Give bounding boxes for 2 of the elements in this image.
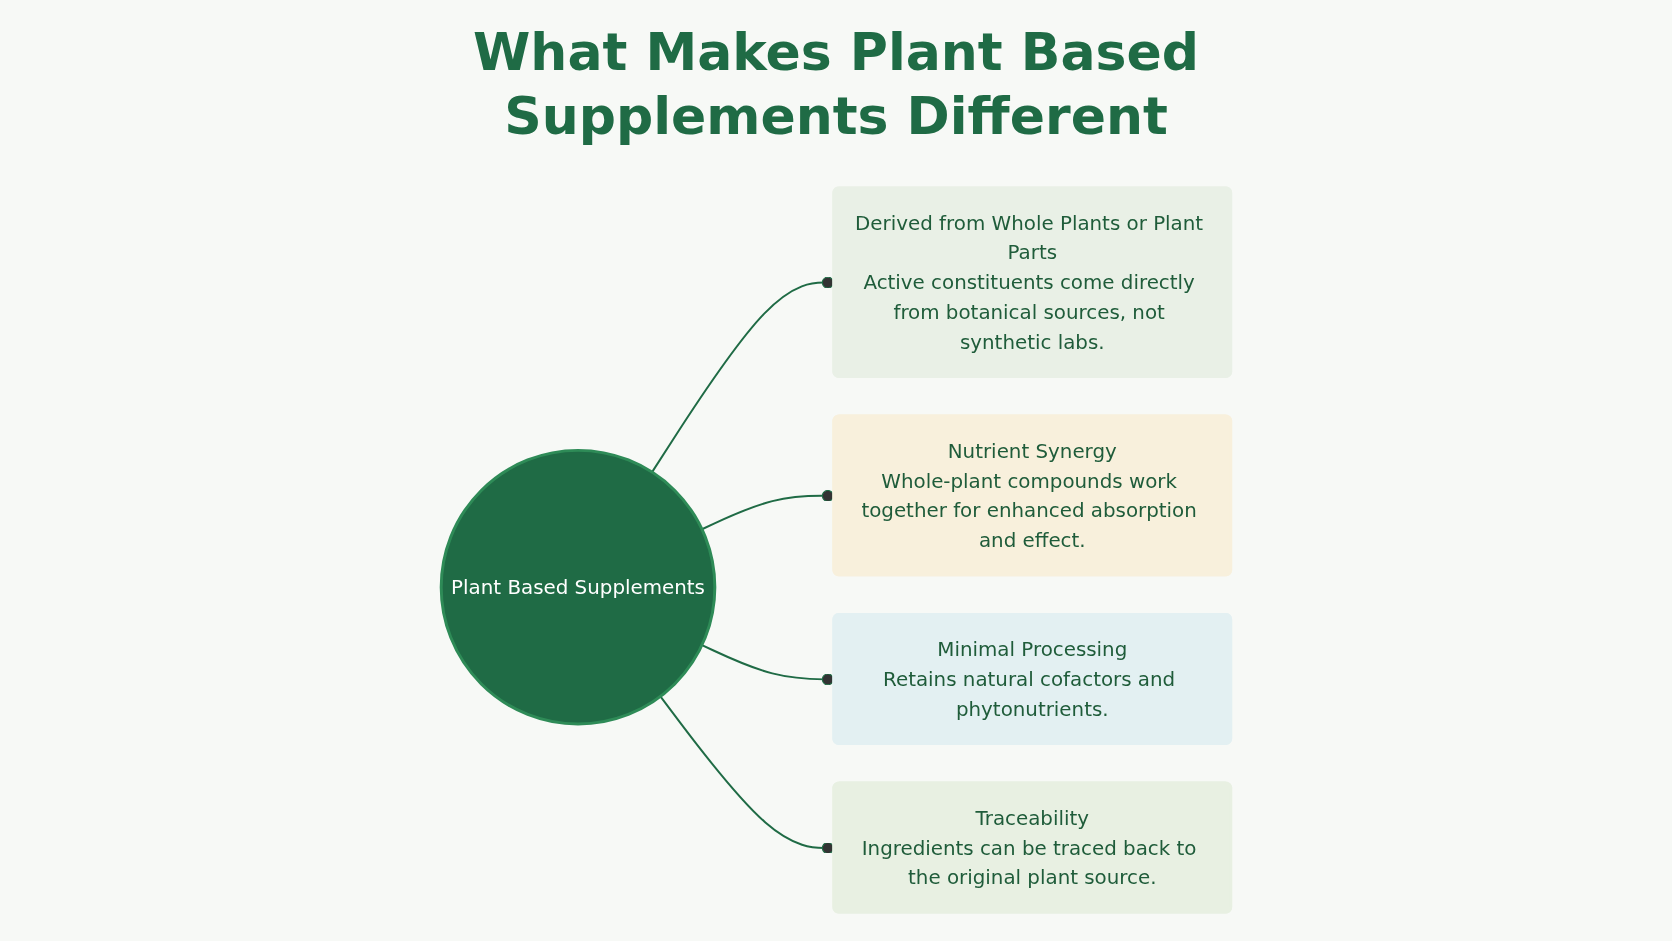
node-circle: Plant Based Supplements [439,448,717,726]
title: What Makes Plant Based Supplements Different [472,21,1200,148]
